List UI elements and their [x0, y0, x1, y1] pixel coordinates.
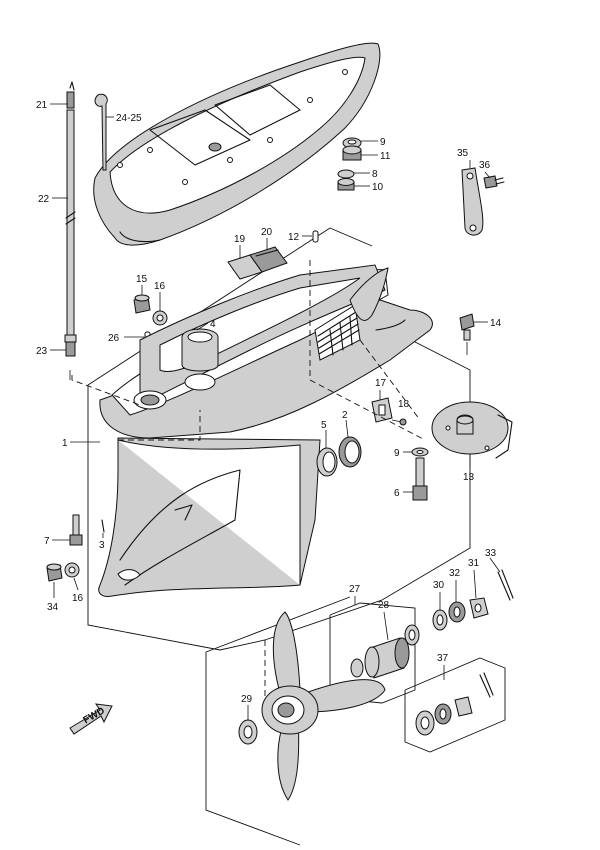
bolt-6	[412, 457, 428, 501]
callout-33: 33	[485, 548, 497, 559]
hidden-lines	[71, 260, 426, 700]
callout-16-bottom: 16	[72, 593, 84, 604]
callout-1: 1	[62, 438, 68, 449]
plug-34	[46, 563, 63, 582]
callout-labels: 21 22 23 24-25 9 11 8 10 12 19 20 14 15 …	[36, 100, 502, 705]
washer-30	[432, 609, 448, 631]
seal-2	[338, 436, 362, 468]
callout-14: 14	[490, 318, 502, 329]
callout-34: 34	[47, 602, 59, 613]
kit-37-nut	[454, 696, 473, 717]
spacer-29	[238, 719, 258, 745]
callout-26: 26	[108, 333, 120, 344]
callout-23: 23	[36, 346, 48, 357]
callout-32: 32	[449, 568, 461, 579]
callout-12: 12	[288, 232, 300, 243]
callout-4: 4	[210, 319, 216, 330]
washer-9-top	[342, 137, 362, 149]
callout-30: 30	[433, 580, 445, 591]
washer-32	[448, 601, 466, 623]
washer-9-bottom	[411, 447, 429, 457]
callout-9-bottom: 9	[394, 448, 400, 459]
callout-9-top: 9	[380, 137, 386, 148]
callout-16-top: 16	[154, 281, 166, 292]
kit-37-washer	[415, 710, 435, 736]
nut-8	[337, 169, 355, 179]
washer-16-top	[152, 310, 168, 326]
anode-plate-13	[431, 401, 513, 459]
parts-37-frame	[404, 657, 506, 753]
callout-5: 5	[321, 420, 327, 431]
callout-35: 35	[457, 148, 469, 159]
callout-21: 21	[36, 100, 48, 111]
leader-lines	[50, 103, 501, 720]
clip-24-25	[94, 93, 108, 171]
callout-15: 15	[136, 274, 148, 285]
fwd-label: FWD	[82, 705, 107, 726]
kit-37-washer2	[434, 703, 452, 725]
bushing-28	[364, 637, 410, 679]
bolt-7	[69, 514, 83, 546]
exhaust-cover	[93, 42, 381, 246]
callout-29: 29	[241, 694, 253, 705]
callout-6: 6	[394, 488, 400, 499]
callout-18: 18	[398, 399, 410, 410]
callout-36: 36	[479, 160, 491, 171]
cotter-pin-33	[497, 569, 514, 601]
callout-22: 22	[38, 194, 50, 205]
callout-24-25: 24-25	[116, 113, 142, 124]
washer-27a	[350, 658, 364, 678]
callout-17: 17	[375, 378, 387, 389]
callout-20: 20	[261, 227, 273, 238]
washer-16-bottom	[64, 562, 80, 578]
shift-rod	[64, 81, 77, 380]
callout-19: 19	[234, 234, 246, 245]
pin-12	[312, 230, 319, 243]
callout-13: 13	[463, 472, 475, 483]
bolt-14	[459, 313, 475, 355]
callout-8: 8	[372, 169, 378, 180]
callout-10: 10	[372, 182, 384, 193]
seal-5	[316, 447, 338, 477]
callout-28: 28	[378, 600, 390, 611]
nut-11	[342, 145, 362, 161]
washer-10	[337, 178, 355, 191]
screw-18	[391, 418, 407, 426]
plug-15	[133, 294, 151, 314]
callout-27: 27	[349, 584, 361, 595]
callout-11: 11	[380, 151, 391, 162]
callout-37: 37	[437, 653, 449, 664]
kit-37-pin	[479, 672, 494, 698]
callout-3: 3	[99, 540, 105, 551]
bolt-36	[483, 175, 505, 189]
propeller	[261, 611, 386, 801]
washer-27b	[404, 624, 420, 646]
fwd-arrow-icon: FWD	[69, 703, 113, 735]
callout-2: 2	[342, 410, 348, 421]
pin-3	[101, 519, 105, 533]
callout-7: 7	[44, 536, 50, 547]
bracket-35	[461, 167, 484, 236]
callout-31: 31	[468, 558, 480, 569]
gearcase-housing	[98, 264, 433, 597]
nut-31	[469, 597, 489, 619]
spacer-17	[371, 397, 393, 423]
